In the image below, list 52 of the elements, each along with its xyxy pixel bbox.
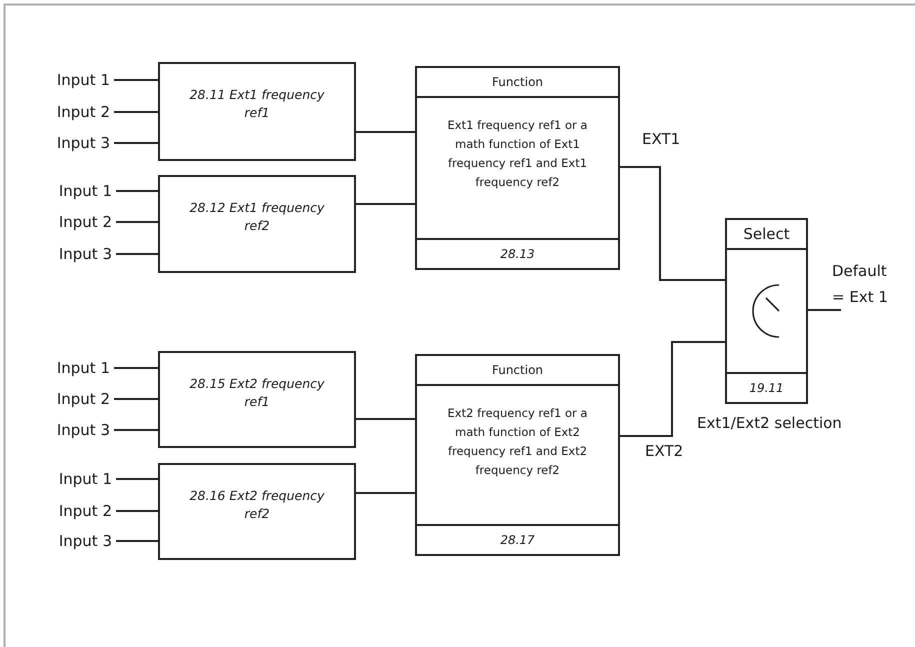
input-label: Input 2 — [20, 213, 112, 231]
input-label: Input 1 — [20, 470, 112, 488]
connector-line — [116, 221, 158, 223]
parameter-number: 28.17 — [500, 533, 535, 547]
connector-line — [808, 309, 841, 311]
connector-line — [356, 131, 415, 133]
parameter-box — [158, 463, 356, 560]
block-title: Function — [492, 75, 544, 89]
connector-line — [116, 510, 158, 512]
input-label: Input 2 — [20, 502, 112, 520]
input-label: Input 1 — [20, 359, 110, 377]
connector-line — [620, 166, 725, 281]
input-label: Input 3 — [20, 245, 112, 263]
input-label: Input 1 — [20, 182, 112, 200]
input-label: Input 3 — [20, 134, 110, 152]
parameter-name: 28.11 Ext1 frequency ref1 — [188, 86, 326, 122]
parameter-name: 28.16 Ext2 frequency ref2 — [188, 487, 326, 523]
block-caption: Ext1/Ext2 selection — [697, 413, 842, 434]
parameter-box — [158, 175, 356, 273]
input-label: Input 1 — [20, 71, 110, 89]
connector-line — [114, 79, 158, 81]
connector-line — [116, 540, 158, 542]
output-note: Default = Ext 1 — [832, 258, 902, 310]
block-title: Select — [743, 225, 790, 243]
parameter-box — [158, 351, 356, 448]
parameter-name: 28.12 Ext1 frequency ref2 — [188, 199, 326, 235]
connector-line — [114, 142, 158, 144]
connector-line — [114, 398, 158, 400]
connector-line — [116, 253, 158, 255]
parameter-number: 28.13 — [500, 247, 535, 261]
parameter-name: 28.15 Ext2 frequency ref1 — [188, 375, 326, 411]
function-block — [415, 66, 620, 270]
input-label: Input 3 — [20, 421, 110, 439]
connector-line — [114, 429, 158, 431]
function-description: Ext2 frequency ref1 or a math function of Ext2 frequency ref1 and Ext2 frequency ref2 — [448, 406, 588, 477]
connector-line — [356, 418, 415, 420]
connector-line — [356, 492, 415, 494]
block-title: Function — [492, 363, 544, 377]
connector-line — [114, 367, 158, 369]
function-description: Ext1 frequency ref1 or a math function of Ext1 frequency ref1 and Ext1 frequency ref2 — [448, 118, 588, 189]
parameter-box — [158, 62, 356, 161]
selector-block — [725, 218, 808, 404]
connector-line — [620, 341, 725, 437]
input-label: Input 2 — [20, 103, 110, 121]
input-label: Input 2 — [20, 390, 110, 408]
connector-line — [116, 478, 158, 480]
connector-line — [116, 190, 158, 192]
connector-line — [114, 111, 158, 113]
function-block — [415, 354, 620, 556]
parameter-number: 19.11 — [749, 381, 784, 395]
input-label: Input 3 — [20, 532, 112, 550]
connector-line — [356, 203, 415, 205]
